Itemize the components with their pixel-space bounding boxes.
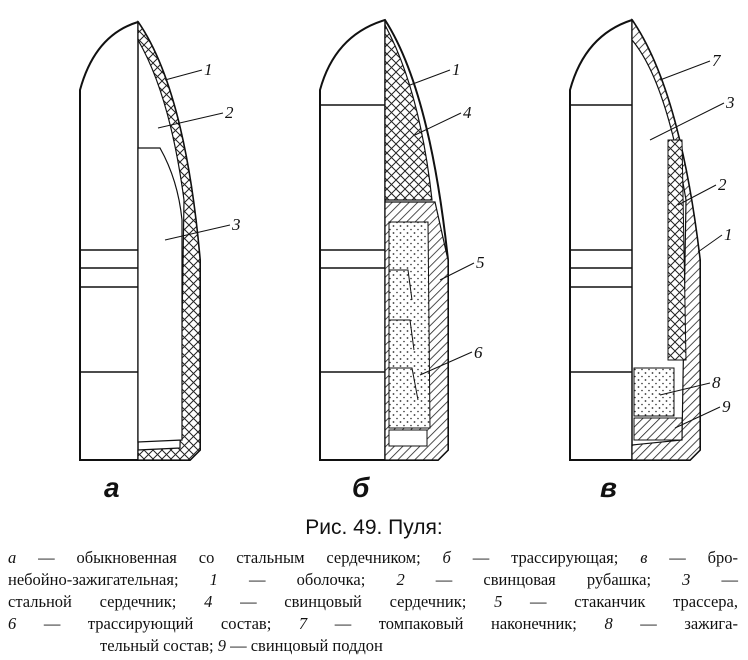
caption-run: — свинцовый поддон	[225, 636, 383, 655]
caption-run: 9	[217, 636, 226, 655]
bullet-b-lead-core	[384, 24, 433, 201]
callout-a-1: 1	[204, 60, 213, 79]
caption-run: —	[690, 570, 738, 589]
bullet-c-lead-jacket	[667, 139, 687, 361]
figure-letter-b: б	[352, 472, 370, 503]
bullet-c-incendiary	[633, 367, 675, 417]
bullet-a-jacket	[137, 20, 201, 461]
bullet-a: 1 2 3	[79, 20, 241, 461]
caption-run: б	[442, 548, 451, 567]
caption-run: а	[8, 548, 17, 567]
caption-run: 7	[298, 614, 308, 633]
caption-line-2: небойно-зажигательная; 1 — оболочка; 2 —…	[8, 570, 738, 590]
caption-run: стальной сердечник;	[8, 592, 205, 611]
caption-run: 2	[396, 570, 405, 589]
callout-c-8: 8	[712, 373, 721, 392]
bullet-c-jacket	[631, 18, 701, 461]
caption-run: 5	[494, 592, 503, 611]
caption-run: 1	[209, 570, 218, 589]
figure-letter-a: а	[104, 472, 120, 503]
caption-run: 6	[8, 614, 17, 633]
caption-run: в	[640, 548, 648, 567]
caption-title: Рис. 49. Пуля:	[305, 516, 443, 539]
caption-line-5: тельный состав; 9 — свинцовый поддон	[100, 636, 383, 656]
callout-b-6: 6	[474, 343, 483, 362]
caption-run: — трассирующая;	[450, 548, 641, 567]
bullet-b: 1 4 5 6	[319, 18, 485, 461]
caption-run: 4	[204, 592, 213, 611]
caption-run: тельный состав;	[100, 636, 218, 655]
callout-c-7: 7	[712, 51, 722, 70]
callout-a-2: 2	[225, 103, 234, 122]
caption-run: небойно-зажигательная;	[8, 570, 210, 589]
bullet-b-tracer	[388, 221, 431, 429]
callout-b-1: 1	[452, 60, 461, 79]
callout-c-3: 3	[725, 93, 735, 112]
caption-run: — оболочка;	[217, 570, 397, 589]
bullet-c-lead-base	[633, 417, 683, 441]
caption-run: — трассирующий состав;	[16, 614, 299, 633]
callout-b-4: 4	[463, 103, 472, 122]
callout-b-5: 5	[476, 253, 485, 272]
caption-run: — бро-	[647, 548, 739, 567]
caption-run: — стаканчик трассера,	[502, 592, 739, 611]
caption-run: — свинцовый сердечник;	[212, 592, 495, 611]
caption-line-1: а — обыкновенная со стальным сердечником…	[8, 548, 738, 568]
bullet-c: 7 3 2 1 8 9	[569, 18, 735, 461]
callout-c-1: 1	[724, 225, 733, 244]
caption-run: — свинцовая рубашка;	[404, 570, 683, 589]
caption-line-4: 6 — трассирующий состав; 7 — томпаковый …	[8, 614, 738, 634]
bullet-diagram: 1 2 3 1 4 5 6	[79, 18, 735, 461]
caption-run: 8	[604, 614, 613, 633]
callout-c-2: 2	[718, 175, 727, 194]
callout-a-3: 3	[231, 215, 241, 234]
caption-run: — зажига-	[612, 614, 738, 633]
bullet-a-core	[137, 147, 183, 443]
figure-letter-c: в	[600, 472, 617, 503]
caption-run: 3	[682, 570, 691, 589]
callout-c-9: 9	[722, 397, 731, 416]
caption-run: — обыкновенная со стальным сердечником;	[16, 548, 443, 567]
caption-line-3: стальной сердечник; 4 — свинцовый сердеч…	[8, 592, 738, 612]
caption-run: — томпаковый наконечник;	[307, 614, 605, 633]
